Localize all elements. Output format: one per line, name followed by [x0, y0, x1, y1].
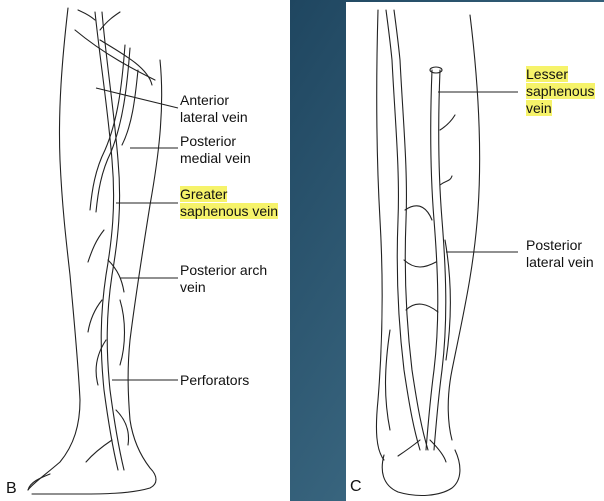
leg-b-outline-left: [28, 8, 80, 490]
label-posterior-arch-line1: Posterior arch: [180, 262, 267, 279]
leg-b-foot-top: [28, 474, 50, 490]
label-posterior-lateral-line1: Posterior: [526, 237, 594, 254]
label-perforators: Perforators: [180, 372, 249, 389]
label-anterior-lateral-vein: Anterior lateral vein: [180, 92, 248, 126]
branch-b-9: [120, 300, 125, 365]
panel-c-letter: C: [350, 478, 362, 496]
leader-anterior-lateral: [96, 88, 178, 108]
label-greater-saphenous-vein: Greater saphenous vein: [180, 186, 278, 220]
label-posterior-lateral-vein: Posterior lateral vein: [526, 237, 594, 271]
panel-b-letter: B: [6, 480, 17, 498]
label-lesser-saphenous-vein: Lesser saphenous vein: [526, 66, 595, 117]
label-posterior-medial-line2: medial vein: [180, 150, 251, 167]
highlight-saphenous: saphenous: [526, 83, 595, 99]
branch-b-8: [86, 440, 112, 462]
panel-b-leaders: [96, 88, 178, 380]
greater-saphenous-trunk: [95, 12, 118, 470]
label-greater-saphenous-line1: Greater: [180, 186, 278, 203]
label-greater-saphenous-line2: saphenous vein: [180, 203, 278, 220]
leg-b-outline-right: [32, 60, 162, 494]
label-posterior-lateral-line2: lateral vein: [526, 254, 594, 271]
leg-b-thigh-cross: [75, 30, 155, 80]
label-anterior-lateral-line1: Anterior: [180, 92, 248, 109]
label-posterior-medial-vein: Posterior medial vein: [180, 133, 251, 167]
branch-b-3: [88, 230, 104, 262]
branch-b-1: [78, 10, 95, 20]
highlight-saphenous-vein: saphenous vein: [180, 203, 278, 219]
label-posterior-arch-line2: vein: [180, 279, 267, 296]
label-posterior-arch-vein: Posterior arch vein: [180, 262, 267, 296]
highlight-greater: Greater: [180, 186, 227, 202]
branch-b-5: [88, 300, 102, 332]
highlight-lesser: Lesser: [526, 66, 568, 82]
label-lesser-saphenous-line2: saphenous: [526, 83, 595, 100]
label-anterior-lateral-line2: lateral vein: [180, 109, 248, 126]
label-posterior-medial-line1: Posterior: [180, 133, 251, 150]
label-lesser-saphenous-line1: Lesser: [526, 66, 595, 83]
panel-b-leg: [28, 8, 162, 494]
posterior-medial-vein: [122, 70, 138, 145]
label-lesser-saphenous-line3: vein: [526, 100, 595, 117]
highlight-vein: vein: [526, 100, 552, 116]
